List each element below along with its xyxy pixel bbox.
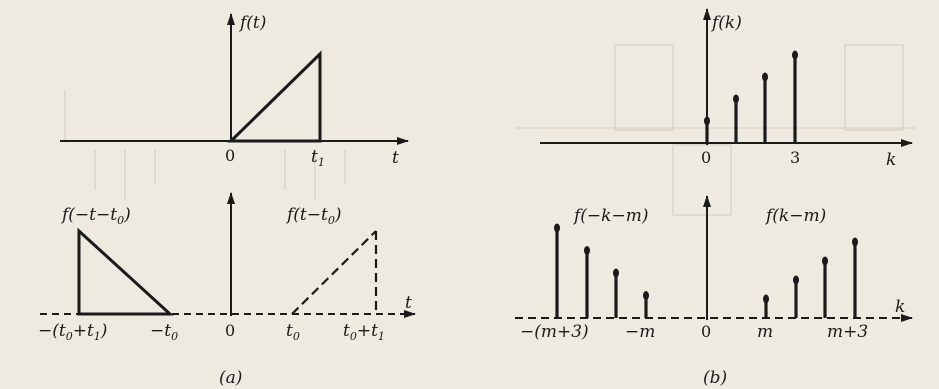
fig-b-bottom-axis-var: k [895,297,905,317]
fig-a-bottom-tick-neg-t0: −t0 [150,321,178,343]
fig-a-bottom: f(−t−t0) f(t−t0) t −(t0+t1) −t0 0 t0 t0+… [38,192,416,343]
fig-b-bottom-left-stem-head [613,268,619,278]
fig-a-top-tick-zero: 0 [225,146,235,165]
fig-a-top-axis-var: t [392,148,399,168]
fig-b-bottom-label-right: f(k−m) [764,206,826,226]
fig-a-bottom-right-ramp [291,230,377,315]
fig-b-bottom-right-stem-head [793,275,799,285]
fig-b-bottom-right-stem-head [763,294,769,304]
fig-a-bottom-label-right: f(t−t0) [285,205,341,227]
fig-b-bottom-left-stem-head [554,223,560,233]
fig-b-bottom-right-stem-head [822,256,828,266]
fig-b-bottom: f(−k−m) f(k−m) k −(m+3) −m 0 m m+3 [515,195,913,342]
fig-b-top-stems [704,50,798,143]
fig-b-top-stem-head [704,116,710,126]
fig-a-bottom-label-left: f(−t−t0) [60,205,131,227]
fig-a-top-tick-t1: t1 [311,147,325,169]
fig-b-top-stem-head [792,50,798,60]
fig-b-bottom-tick-left: −(m+3) [520,322,589,342]
background-bleed-through [64,44,915,216]
fig-a-bottom-tick-left: −(t0+t1) [38,321,107,343]
fig-a-caption: (a) [219,368,242,388]
fig-b-top-tick-three: 3 [790,148,800,167]
fig-b-bottom-tick-neg-m: −m [625,322,655,342]
fig-a-bottom-axis-var: t [405,293,412,313]
fig-a-bottom-left-ramp [77,227,174,316]
fig-b-bottom-tick-m: m [757,322,773,342]
fig-b-top-label: f(k) [710,13,742,33]
fig-b-bottom-left-stems [554,223,649,318]
fig-a-top-label: f(t) [238,13,266,33]
fig-a-top-ramp [227,50,322,143]
fig-b-bottom-left-stem-head [584,246,590,255]
fig-a-top: f(t) t 0 t1 [60,13,409,169]
fig-b-bottom-right-stem-head [852,237,858,247]
fig-b-bottom-left-stem-head [643,291,649,300]
fig-b-bottom-label-left: f(−k−m) [572,206,648,226]
fig-a-bottom-tick-t0: t0 [286,321,300,343]
fig-b-caption: (b) [703,368,727,388]
fig-b-bottom-tick-m3: m+3 [827,322,868,342]
fig-b-bottom-right-stems [763,237,858,318]
fig-a-bottom-tick-sum: t0+t1 [343,321,385,343]
fig-a-bottom-tick-zero: 0 [225,321,235,340]
fig-b-top-tick-zero: 0 [701,148,711,167]
fig-b-top: f(k) k 0 3 [540,8,913,170]
fig-b-top-axis-var: k [886,150,896,170]
fig-b-bottom-tick-zero: 0 [701,322,711,341]
fig-b-top-stem-head [733,94,739,104]
fig-b-top-stem-head [762,72,768,82]
